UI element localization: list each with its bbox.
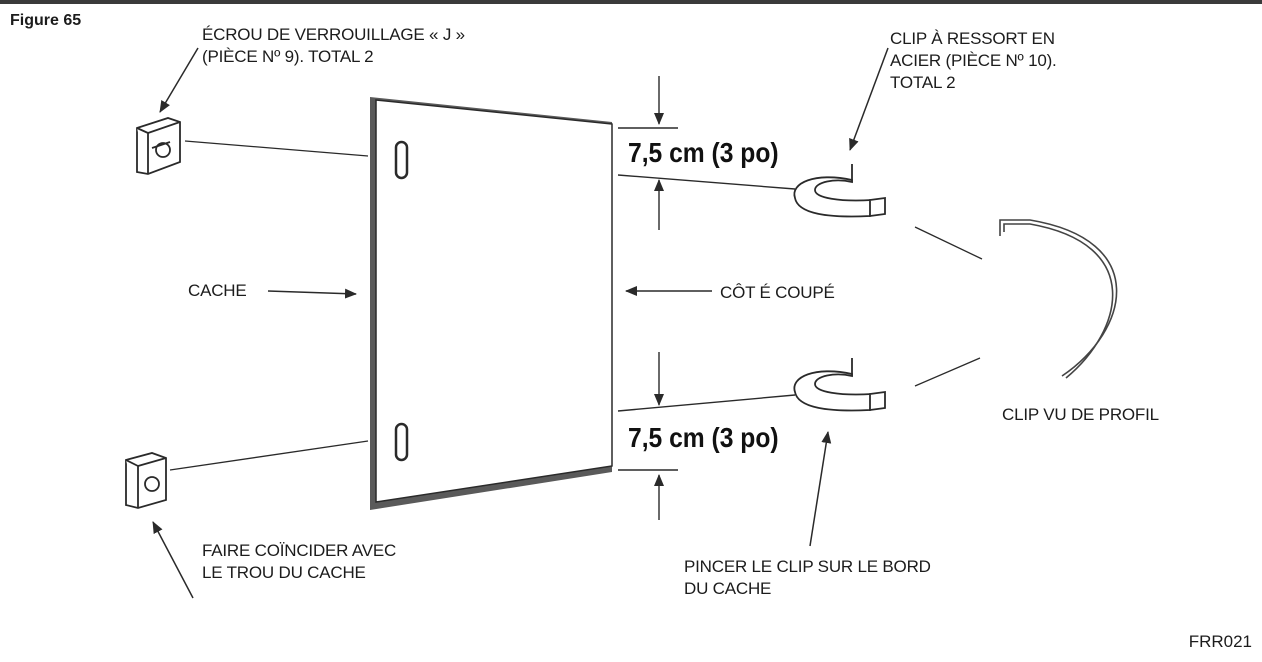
- pinch-clip-label-line: PINCER LE CLIP SUR LE BORD: [684, 557, 931, 576]
- align-hole-label-line: LE TROU DU CACHE: [202, 563, 366, 582]
- pinch-clip-label-line: DU CACHE: [684, 579, 772, 598]
- spring-clip-label-line: CLIP À RESSORT EN: [890, 29, 1055, 48]
- drawing-code: FRR021: [1188, 632, 1252, 651]
- arrow-icon: [267, 288, 357, 299]
- top-border: [0, 0, 1262, 4]
- lock-nut-label: ÉCROU DE VERROUILLAGE « J » (PIÈCE Nº 9)…: [202, 24, 465, 68]
- arrow-icon: [849, 47, 889, 151]
- spring-clip-label: CLIP À RESSORT EN ACIER (PIÈCE Nº 10). T…: [890, 28, 1057, 94]
- lock-nut-label-line: ÉCROU DE VERROUILLAGE « J »: [202, 25, 465, 44]
- cover-label: CACHE: [188, 281, 247, 300]
- top-slot: [394, 140, 409, 180]
- spring-clip-label-line: TOTAL 2: [890, 73, 956, 92]
- spring-clip-label-line: ACIER (PIÈCE Nº 10).: [890, 51, 1057, 70]
- bottom-slot: [394, 422, 409, 462]
- clip-profile-label: CLIP VU DE PROFIL: [1002, 405, 1159, 424]
- figure-label: Figure 65: [10, 12, 82, 29]
- clip-profile-icon: [999, 219, 1118, 379]
- lock-nut-label-line: (PIÈCE Nº 9). TOTAL 2: [202, 47, 374, 66]
- arrow-icon: [159, 47, 199, 113]
- cover-panel: [370, 97, 613, 510]
- dimension-bottom-label: 7,5 cm (3 po): [628, 422, 779, 453]
- arrow-icon: [152, 521, 194, 599]
- lock-nut-icon: [136, 117, 181, 175]
- align-hole-label-line: FAIRE COÏNCIDER AVEC: [202, 541, 397, 560]
- arrow-icon: [809, 431, 832, 547]
- spring-clip-icon: [793, 358, 886, 412]
- align-hole-label: FAIRE COÏNCIDER AVEC LE TROU DU CACHE: [202, 540, 396, 584]
- pinch-clip-label: PINCER LE CLIP SUR LE BORD DU CACHE: [684, 556, 931, 600]
- dimension-top: [617, 76, 796, 230]
- dimension-bottom: [617, 352, 796, 520]
- spring-clip-icon: [793, 164, 886, 218]
- lock-nut-icon: [125, 452, 167, 509]
- cut-side-label: CÔT É COUPÉ: [720, 283, 835, 302]
- dimension-top-label: 7,5 cm (3 po): [628, 137, 779, 168]
